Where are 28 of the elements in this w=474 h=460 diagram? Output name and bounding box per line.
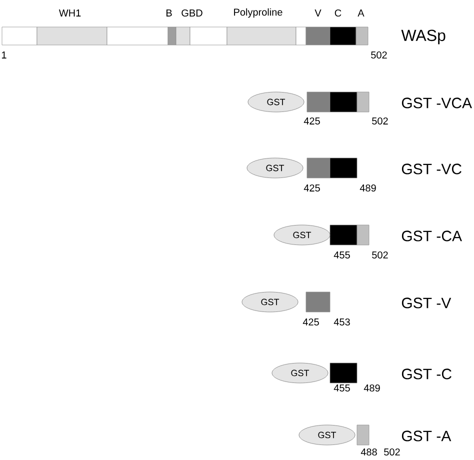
residue-number: 455 [334,252,350,258]
construct-name: GST -VCA [402,98,472,108]
residue-number: 489 [364,384,380,392]
construct-name: GST -C [402,368,452,380]
residue-number: 502 [372,251,388,259]
domain-label: V [314,10,322,16]
residue-number: 425 [302,318,319,326]
domain-label: GBD [182,9,202,17]
residue-number: 425 [304,117,320,125]
residue-number: 425 [304,184,320,192]
construct-name: GST -VC [402,164,462,174]
domain-label: C [334,9,342,17]
residue-number: 488 [360,448,377,456]
domain-label: Polyproline [234,8,282,18]
construct-name: GST -A [402,430,452,442]
residue-number: 455 [334,384,350,392]
residue-number: 489 [360,184,376,192]
construct-name: GST -CA [402,230,462,242]
residue-number: 1 [2,52,6,58]
residue-number: 502 [372,117,388,125]
residue-number: 502 [371,51,387,59]
protein-name: WASp [401,30,446,44]
domain-label: WH1 [58,10,81,16]
domain-label: A [358,10,364,16]
residue-number: 502 [384,448,400,456]
domain-label: B [166,10,172,16]
residue-number: 453 [334,318,350,326]
construct-name: GST -V [402,298,452,308]
